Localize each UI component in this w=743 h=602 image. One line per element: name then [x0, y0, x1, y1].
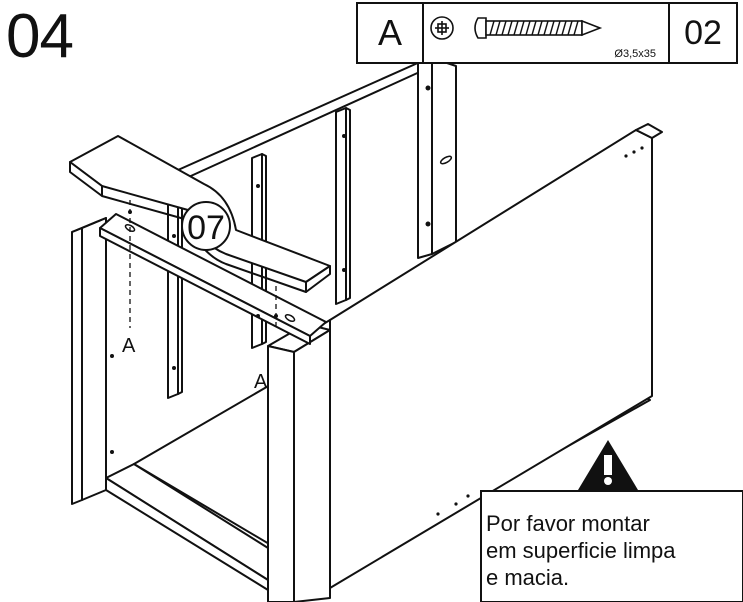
hardware-letter: A	[358, 4, 424, 62]
step-number: 04	[6, 2, 74, 71]
hardware-screw-cell: Ø3,5x35	[424, 4, 670, 62]
warning-line-2: em superficie limpa	[486, 538, 676, 563]
back-top-rail	[177, 61, 425, 181]
warning-box	[480, 490, 743, 602]
hardware-size: Ø3,5x35	[614, 48, 656, 60]
hole-label-a-right: A	[254, 371, 268, 393]
hardware-legend: A	[356, 2, 738, 64]
warning-line-3: e macia.	[486, 565, 570, 590]
warning-line-1: Por favor montar	[486, 511, 650, 536]
phillips-screw-icon	[430, 16, 603, 40]
warning-triangle-icon	[578, 440, 638, 490]
left-stile	[71, 227, 83, 505]
part-07-number: 07	[187, 209, 225, 247]
warning-message: Por favor montar em superficie limpa e m…	[486, 510, 736, 591]
hardware-quantity: 02	[684, 13, 722, 52]
hole-label-a-left: A	[122, 335, 136, 357]
part-07-callout	[181, 201, 231, 251]
